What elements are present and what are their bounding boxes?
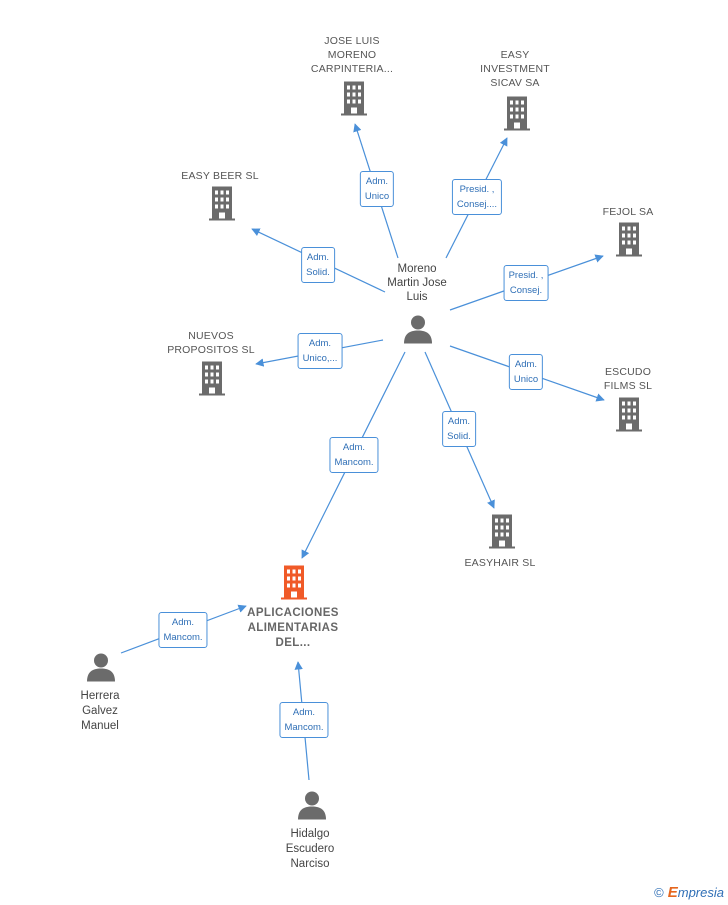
brand-logo-e: E: [667, 884, 678, 901]
building-icon[interactable]: [616, 222, 642, 262]
copyright-icon: ©: [654, 885, 664, 900]
person-icon[interactable]: [297, 790, 327, 825]
building-icon[interactable]: [281, 565, 307, 605]
relation-box-herrera[interactable]: Adm.Mancom.: [158, 612, 208, 648]
person-icon[interactable]: [403, 314, 433, 349]
node-label-fejol: FEJOL SA: [602, 206, 654, 218]
relation-box-escudo[interactable]: Adm.Unico: [508, 354, 544, 390]
relation-box-fejol[interactable]: Presid. ,Consej.: [503, 265, 549, 301]
relation-box-easyhair[interactable]: Adm.Solid.: [442, 411, 476, 447]
building-icon[interactable]: [489, 514, 515, 554]
building-icon[interactable]: [199, 361, 225, 401]
building-icon[interactable]: [341, 81, 367, 121]
brand-footer[interactable]: ©Empresia: [654, 884, 724, 901]
relation-box-jose-luis[interactable]: Adm.Unico: [359, 171, 395, 207]
node-label-easy-beer: EASY BEER SL: [181, 170, 259, 182]
node-label-easyhair: EASYHAIR SL: [464, 557, 536, 569]
relation-box-hidalgo[interactable]: Adm.Mancom.: [279, 702, 329, 738]
person-icon[interactable]: [86, 652, 116, 687]
relation-box-aplicaciones[interactable]: Adm.Mancom.: [329, 437, 379, 473]
building-icon[interactable]: [616, 397, 642, 437]
building-icon[interactable]: [504, 96, 530, 136]
relation-box-nuevos[interactable]: Adm.Unico,...: [297, 333, 343, 369]
relation-box-easy-beer[interactable]: Adm.Solid.: [301, 247, 335, 283]
relation-box-easy-investment[interactable]: Presid. ,Consej....: [451, 179, 503, 215]
building-icon[interactable]: [209, 186, 235, 226]
brand-name: mpresia: [677, 885, 724, 900]
